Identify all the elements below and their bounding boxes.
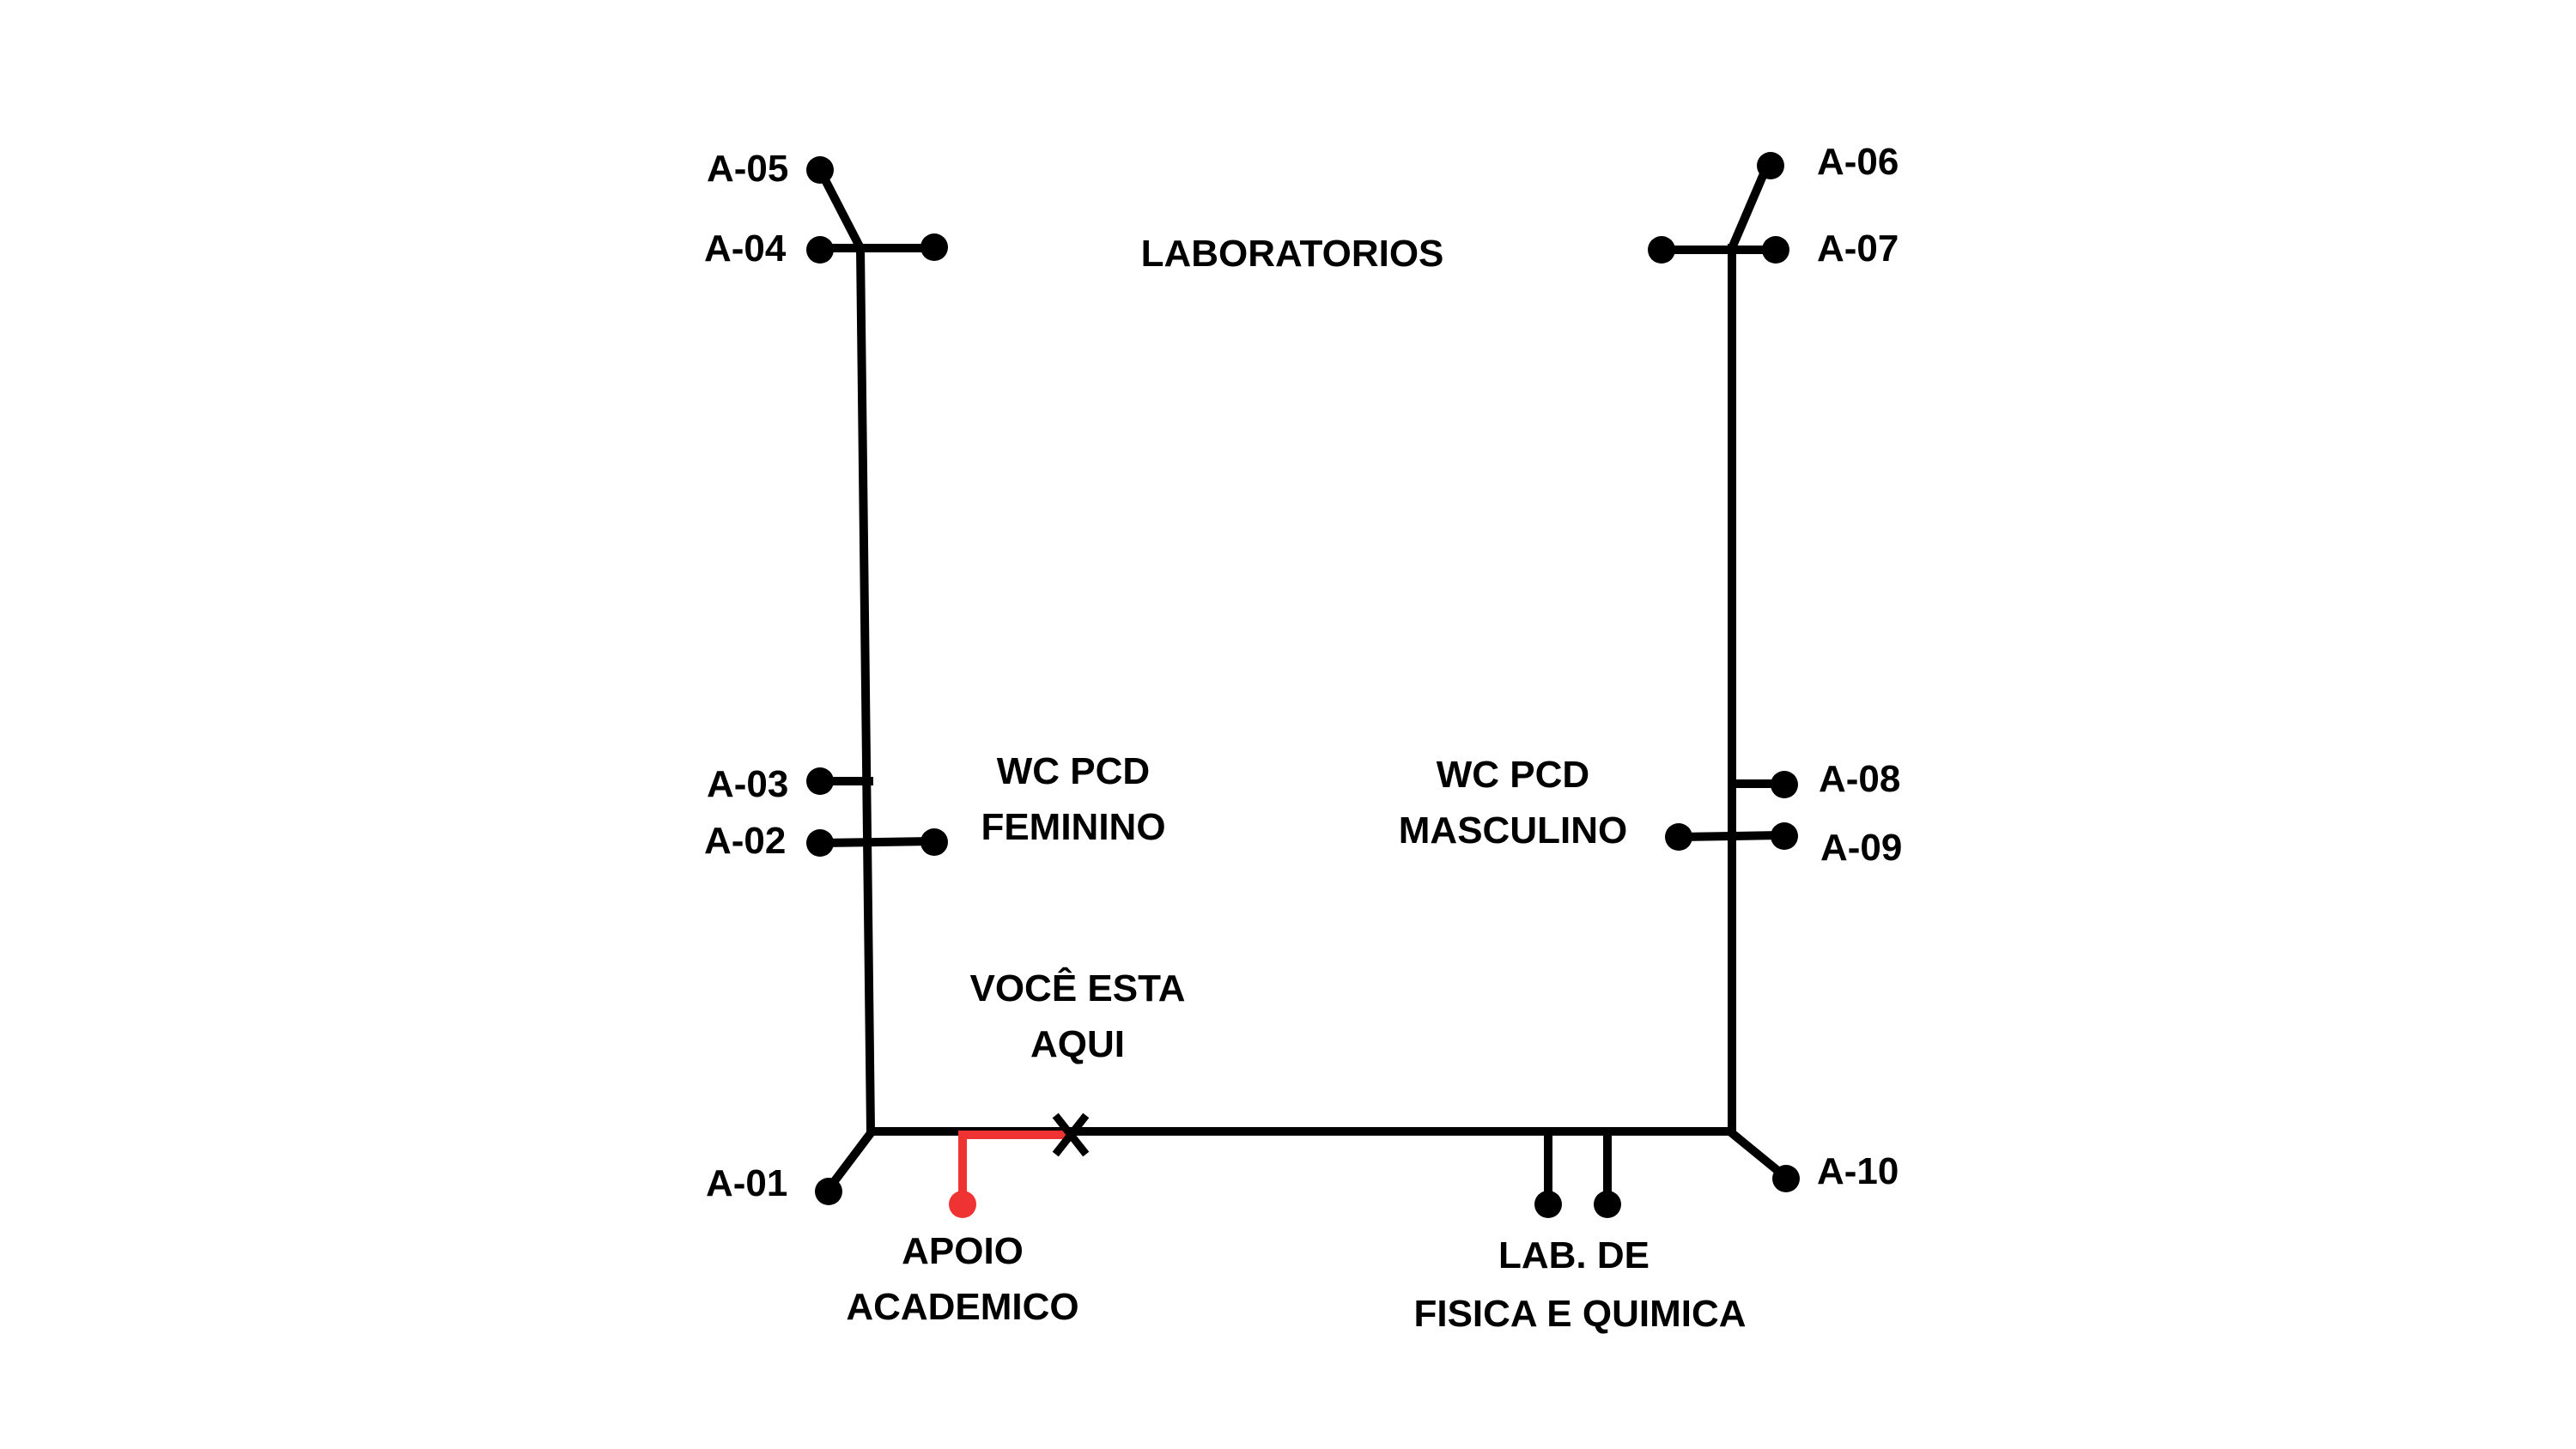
node-group bbox=[806, 152, 1800, 1218]
label-a04: A-04 bbox=[704, 227, 787, 270]
label-apoio-line2: ACADEMICO bbox=[846, 1286, 1078, 1328]
label-wc-feminino-line2: FEMININO bbox=[981, 806, 1165, 848]
room-labels: A-05 A-04 A-06 A-07 A-03 A-02 A-08 A-09 … bbox=[704, 141, 1902, 1204]
node-a09[interactable] bbox=[1771, 822, 1798, 850]
label-wc-masculino-line2: MASCULINO bbox=[1399, 809, 1627, 852]
label-apoio-line1: APOIO bbox=[902, 1230, 1024, 1272]
node-wc-masculino[interactable] bbox=[1665, 823, 1692, 851]
corridor-network bbox=[814, 160, 1791, 1206]
label-a09: A-09 bbox=[1820, 827, 1902, 869]
left-corridor bbox=[855, 243, 876, 1137]
node-a06[interactable] bbox=[1757, 152, 1784, 179]
label-a07: A-07 bbox=[1817, 227, 1899, 270]
node-a01[interactable] bbox=[815, 1178, 842, 1205]
node-a02[interactable] bbox=[806, 829, 834, 857]
label-wc-masculino-line1: WC PCD bbox=[1437, 754, 1589, 796]
label-a02: A-02 bbox=[704, 820, 786, 862]
node-a07[interactable] bbox=[1762, 236, 1789, 264]
label-you-are-here-line2: AQUI bbox=[1030, 1023, 1125, 1065]
branch-a06 bbox=[1726, 160, 1773, 254]
label-lab-line2: FISICA E QUIMICA bbox=[1413, 1293, 1746, 1335]
node-wc-feminino[interactable] bbox=[920, 828, 948, 856]
branch-a09 bbox=[1674, 830, 1787, 842]
node-a10[interactable] bbox=[1772, 1165, 1800, 1192]
node-a03[interactable] bbox=[806, 767, 834, 795]
label-a06: A-06 bbox=[1817, 141, 1899, 183]
x-marker-icon bbox=[1052, 1113, 1090, 1157]
label-a01: A-01 bbox=[706, 1162, 787, 1204]
label-lab-line1: LAB. DE bbox=[1498, 1234, 1649, 1276]
route-to-apoio bbox=[958, 1131, 1066, 1206]
node-a04-right[interactable] bbox=[920, 233, 948, 261]
node-apoio-academico[interactable] bbox=[949, 1191, 976, 1218]
branch-a10 bbox=[1725, 1126, 1791, 1183]
node-lab-2[interactable] bbox=[1594, 1191, 1621, 1218]
node-a05[interactable] bbox=[806, 156, 834, 184]
branch-a02 bbox=[815, 836, 939, 848]
highlighted-route bbox=[958, 1131, 1066, 1206]
label-a05: A-05 bbox=[707, 148, 788, 190]
area-labels: LABORATORIOS WC PCD FEMININO WC PCD MASC… bbox=[846, 233, 1746, 1335]
node-a04[interactable] bbox=[806, 236, 834, 264]
branch-a01 bbox=[822, 1126, 878, 1196]
branch-a05 bbox=[814, 164, 866, 254]
label-a03: A-03 bbox=[707, 763, 788, 805]
label-laboratorios: LABORATORIOS bbox=[1141, 233, 1444, 275]
label-you-are-here-line1: VOCÊ ESTA bbox=[969, 967, 1185, 1009]
node-a08[interactable] bbox=[1771, 771, 1798, 798]
label-a08: A-08 bbox=[1819, 758, 1900, 800]
node-lab-1[interactable] bbox=[1534, 1191, 1562, 1218]
label-a10: A-10 bbox=[1817, 1150, 1899, 1192]
label-wc-feminino-line1: WC PCD bbox=[997, 750, 1150, 792]
node-a07-left[interactable] bbox=[1648, 236, 1675, 264]
